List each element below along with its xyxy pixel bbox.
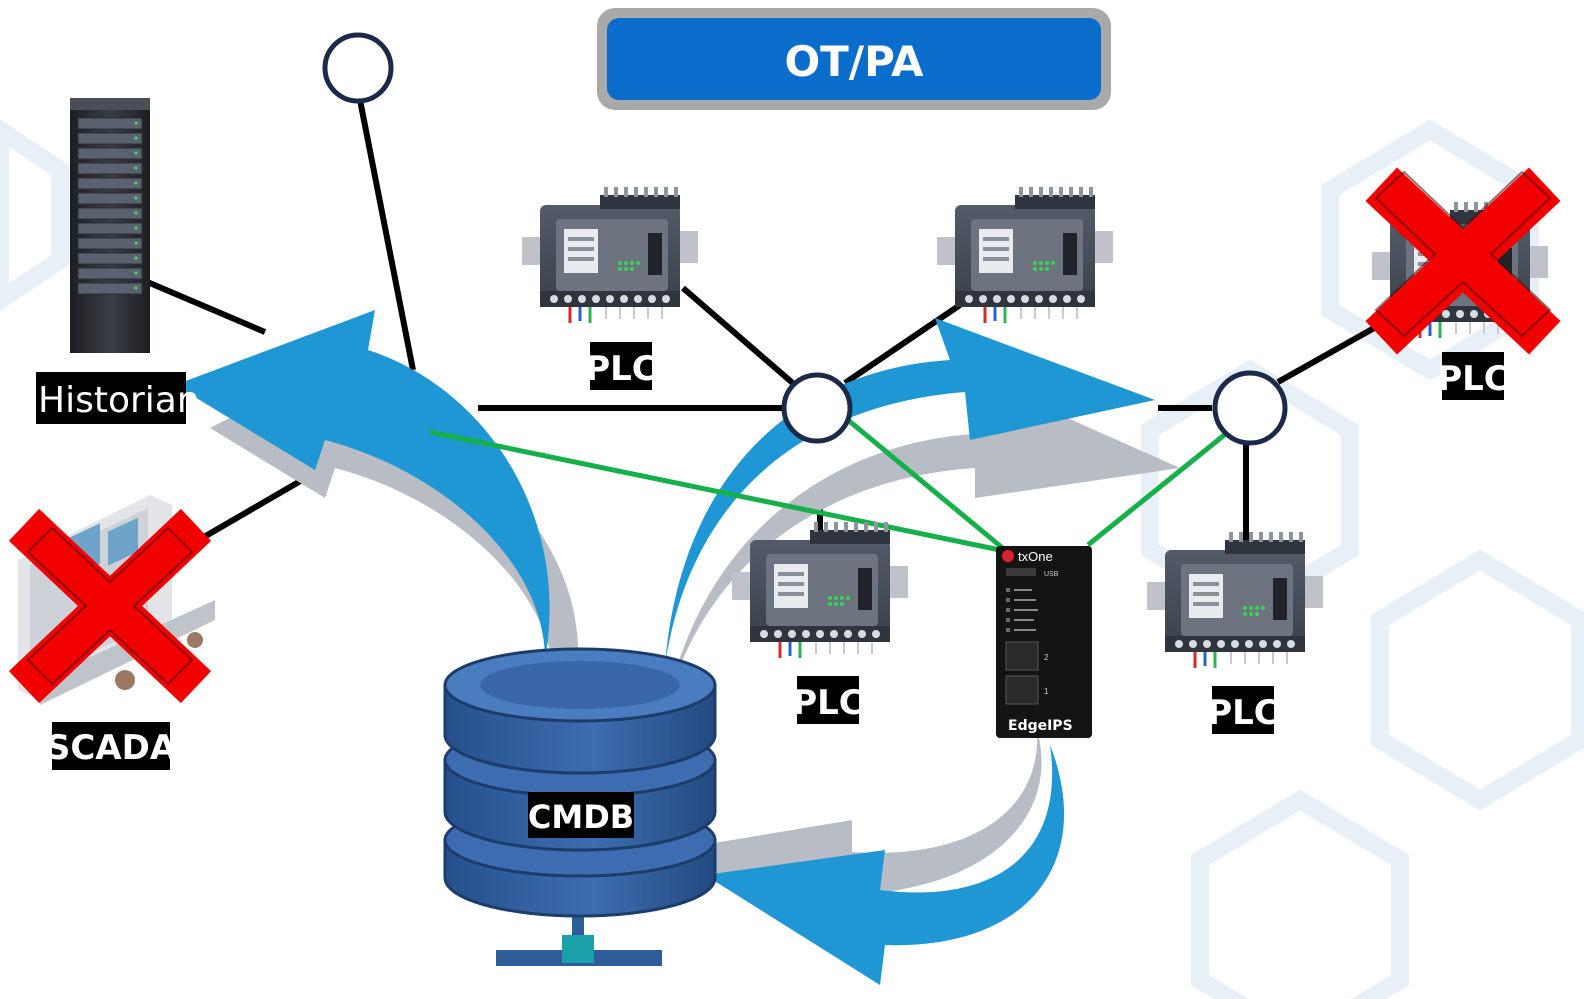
plc-far-right: PLC [1365, 167, 1561, 400]
plc-middle-label: PLC [792, 683, 864, 723]
scada-workstation: SCADA [8, 495, 215, 770]
node-center [781, 372, 853, 444]
arrow-cmdb-to-network [665, 318, 1155, 665]
scada-label: SCADA [46, 728, 177, 768]
hexagon-background [0, 119, 1584, 999]
edgeips-device: txOne USB 2 1 EdgeIPS [996, 546, 1092, 738]
monitoring-links [429, 418, 1230, 553]
plc-top-center: PLC [520, 185, 700, 390]
edgeips-usb: USB [1044, 571, 1059, 578]
plc-top-right [935, 185, 1115, 325]
historian-label: Historian [38, 380, 200, 421]
title-banner: OT/PA [597, 8, 1111, 110]
edgeips-name: EdgeIPS [1008, 718, 1073, 734]
plc-middle: PLC [730, 520, 910, 724]
arrow-cmdb-to-network-shadow [665, 388, 1180, 713]
flow-arrows [175, 310, 1180, 985]
plc-bottom-right-label: PLC [1207, 693, 1279, 733]
plc-top-center-label: PLC [585, 349, 657, 389]
network-nodes [322, 32, 1288, 446]
plc-bottom-right: PLC [1145, 530, 1325, 734]
edgeips-port1: 1 [1044, 687, 1049, 696]
plc-far-right-label: PLC [1437, 359, 1509, 399]
edgeips-port2: 2 [1044, 653, 1049, 662]
cmdb-database: CMDB [443, 647, 717, 966]
arrow-edgeips-to-cmdb [705, 745, 1065, 985]
node-top [322, 32, 394, 104]
edgeips-brand: txOne [1018, 549, 1053, 564]
scada-failed-cross-icon [8, 508, 212, 704]
arrow-cmdb-to-historian [175, 310, 550, 660]
cmdb-label: CMDB [528, 798, 634, 836]
page-title: OT/PA [784, 37, 924, 86]
plc-failed-cross-icon [1365, 167, 1561, 355]
historian-server: Historian [36, 98, 200, 424]
node-right [1212, 370, 1288, 446]
